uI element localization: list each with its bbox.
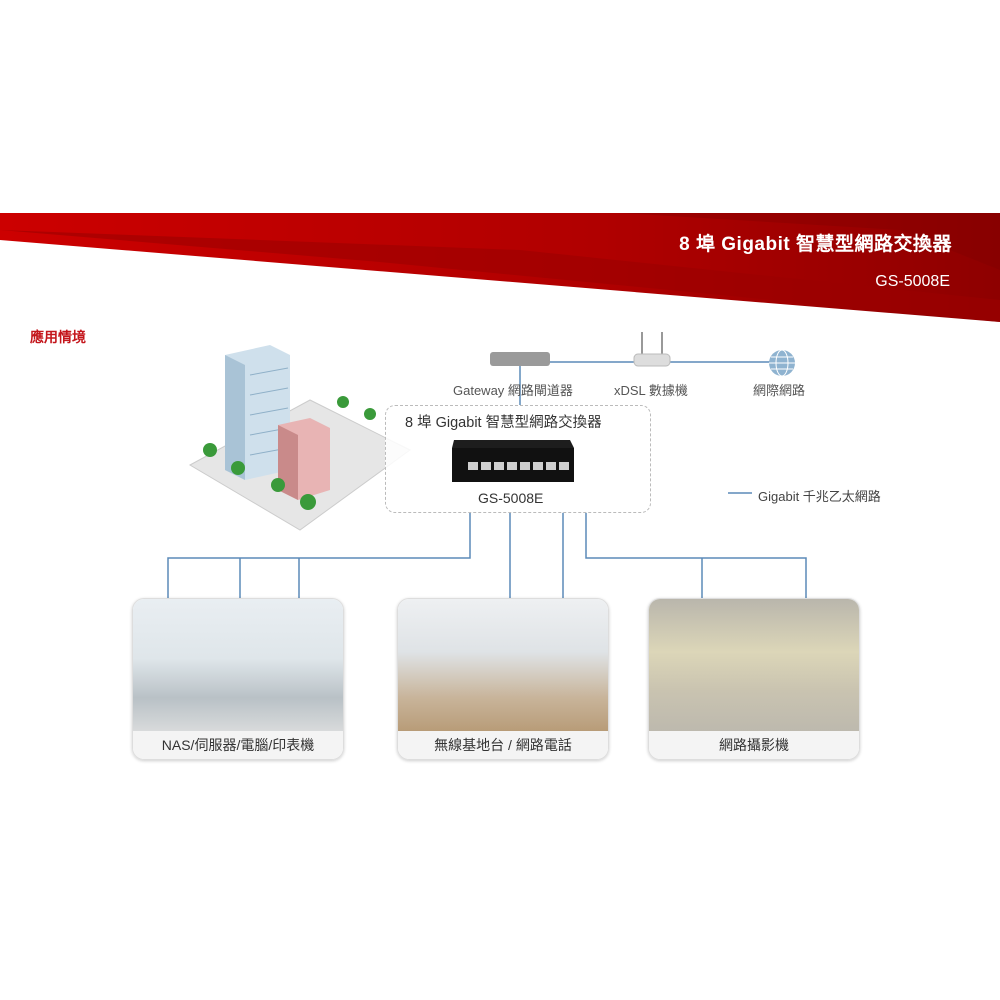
xdsl-label: xDSL 數據機 (614, 383, 688, 398)
parking-photo (649, 599, 859, 731)
card-caption: NAS/伺服器/電腦/印表機 (133, 731, 343, 759)
product-model: GS-5008E (875, 273, 950, 290)
line-cameras (585, 512, 807, 620)
switch-model: GS-5008E (478, 490, 544, 506)
router-icon (633, 332, 671, 367)
card-caption: 無線基地台 / 網路電話 (398, 731, 608, 759)
scenario-card-office: NAS/伺服器/電腦/印表機 (132, 598, 344, 760)
lobby-photo (398, 599, 608, 731)
scenario-card-wireless: 無線基地台 / 網路電話 (397, 598, 609, 760)
globe-icon (769, 349, 795, 377)
gateway-icon (490, 352, 550, 366)
internet-label: 網際網路 (753, 383, 806, 398)
gateway-label: Gateway 網路閘道器 (453, 383, 573, 398)
building-illustration (188, 345, 411, 531)
switch-title: 8 埠 Gigabit 智慧型網路交換器 (405, 415, 602, 431)
office-photo (133, 599, 343, 731)
header-banner (0, 213, 1000, 322)
product-title: 8 埠 Gigabit 智慧型網路交換器 (679, 234, 952, 255)
scenario-card-camera: 網路攝影機 (648, 598, 860, 760)
section-title: 應用情境 (30, 329, 86, 345)
legend-label: Gigabit 千兆乙太網路 (758, 489, 881, 504)
card-caption: 網路攝影機 (649, 731, 859, 759)
switch-device-icon (452, 440, 574, 482)
